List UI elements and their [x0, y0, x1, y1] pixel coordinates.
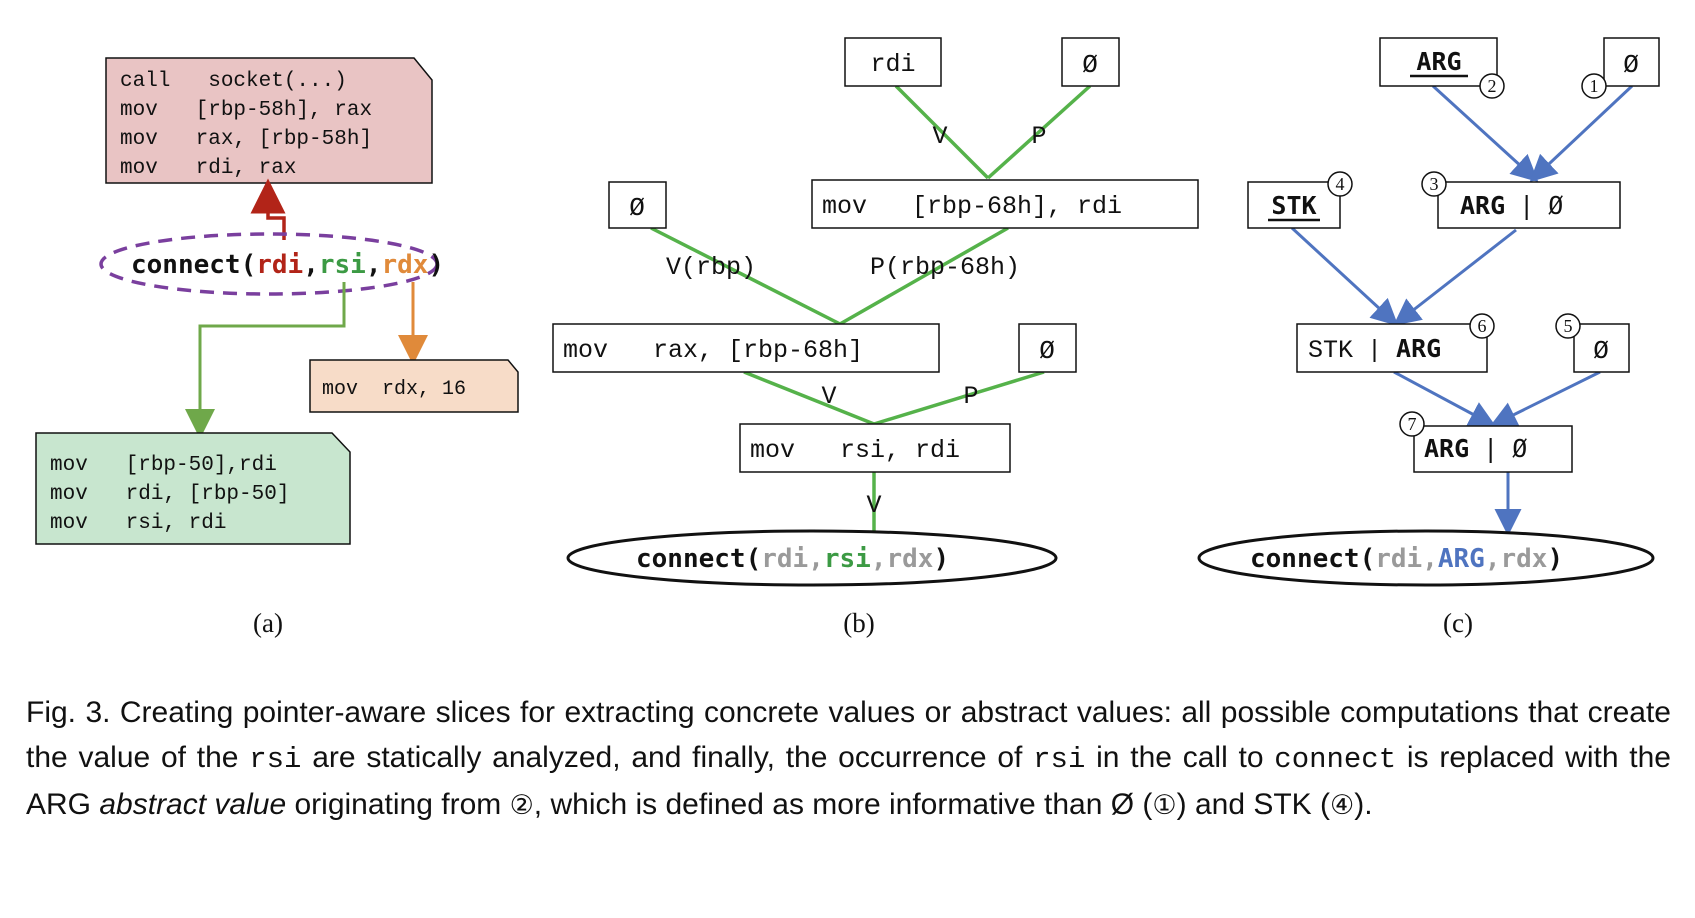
- marker-3-circle: [1421, 171, 1447, 197]
- green-box-line-1: mov [rbp-50],rdi: [50, 454, 277, 477]
- green-box-line-3: mov rsi, rdi: [50, 512, 226, 535]
- connect-call-ellipse-c: [1197, 529, 1655, 587]
- node-mov-rax-rbp68: [552, 323, 940, 373]
- node-empty-2-text: Ø: [629, 193, 645, 223]
- node-stk-or-arg: [1296, 323, 1488, 373]
- edge-movrax-to-movrsi: [743, 370, 875, 426]
- red-box-line-4: mov rdi, rax: [120, 157, 296, 180]
- node-mov-rbp68-rdi: [811, 179, 1199, 229]
- node-arg-text: ARG: [1416, 47, 1461, 76]
- node-empty-c2-text: Ø: [1593, 336, 1609, 366]
- edge-empty-to-movrsi: [873, 370, 1045, 426]
- connect-call-b: connect(rdi,rsi,rdx): [636, 544, 949, 574]
- red-code-box: [105, 57, 433, 184]
- connect-call-ellipse-b: [566, 529, 1058, 587]
- marker-6-circle: [1469, 313, 1495, 339]
- node-empty-3-text: Ø: [1039, 336, 1055, 366]
- node-empty-3: [1018, 323, 1077, 373]
- node-arg-or-empty-2-text: ARG|Ø: [1424, 434, 1527, 463]
- panel-a: call socket(...) mov [rbp-58h], rax mov …: [35, 57, 519, 638]
- orange-box-line: mov rdx, 16: [322, 378, 466, 401]
- marker-1: 1: [1590, 76, 1599, 96]
- node-rdi: [844, 37, 942, 87]
- edge-stkarg-to-argempty2: [1393, 370, 1497, 427]
- green-arrow: [185, 282, 346, 439]
- panel-c-edges: [1290, 84, 1634, 536]
- edge-rdi-to-mov68: [894, 84, 990, 180]
- node-arg-or-empty: [1437, 181, 1621, 229]
- marker-7: 7: [1408, 414, 1417, 434]
- node-stk-text: STK: [1271, 191, 1316, 220]
- node-arg-or-empty-2: [1413, 425, 1573, 473]
- edge-mov68-to-movrax: [839, 226, 1009, 326]
- orange-code-box: [309, 359, 519, 413]
- marker-4: 4: [1336, 174, 1345, 194]
- connect-call-ellipse: [99, 232, 439, 296]
- node-arg: [1379, 37, 1498, 87]
- connect-call-c: connect(rdi,ARG,rdx): [1250, 544, 1563, 574]
- node-empty-1: [1061, 37, 1120, 87]
- edge-label-p-rbp68: P(rbp-68h): [870, 253, 1020, 282]
- panel-c: ARG 2 Ø 1 STK 4 ARG|Ø 3 STK|ARG 6 Ø 5 AR…: [1197, 37, 1660, 638]
- marker-1-circle: [1581, 73, 1607, 99]
- red-box-line-3: mov rax, [rbp-58h]: [120, 128, 372, 151]
- panel-c-label: (c): [1443, 608, 1473, 638]
- marker-2: 2: [1488, 76, 1497, 96]
- red-box-line-2: mov [rbp-58h], rax: [120, 99, 372, 122]
- edge-arg-to-argempty: [1431, 84, 1539, 183]
- panel-b-edges: [650, 84, 1092, 532]
- marker-4-circle: [1327, 171, 1353, 197]
- panel-b-label: (b): [843, 608, 874, 638]
- edge-argempty-to-stkarg: [1393, 228, 1517, 326]
- node-empty-1-text: Ø: [1082, 50, 1098, 80]
- marker-5: 5: [1564, 316, 1573, 336]
- red-arrow: [250, 178, 286, 240]
- edge-label-v-1: V: [932, 122, 947, 151]
- edge-label-p-1: P: [1031, 122, 1046, 151]
- node-mov-rax-rbp68-text: mov rax, [rbp-68h]: [563, 336, 863, 365]
- edge-label-p-2: P: [963, 382, 978, 411]
- node-empty-c1-text: Ø: [1623, 50, 1639, 80]
- green-code-box: [35, 432, 351, 545]
- figure-caption: Fig. 3. Creating pointer-aware slices fo…: [26, 696, 1671, 821]
- node-empty-c2: [1573, 323, 1630, 373]
- figure-canvas: call socket(...) mov [rbp-58h], rax mov …: [35, 37, 1660, 638]
- marker-6: 6: [1478, 316, 1487, 336]
- node-mov-rsi-rdi-text: mov rsi, rdi: [750, 436, 960, 465]
- node-mov-rsi-rdi: [739, 423, 1011, 473]
- node-empty-c1: [1603, 37, 1660, 87]
- node-rdi-text: rdi: [870, 50, 915, 79]
- marker-5-circle: [1555, 313, 1581, 339]
- panel-b: V P V(rbp) P(rbp-68h) V P V rdi Ø mov [r…: [552, 37, 1199, 638]
- node-stk-or-arg-text: STK|ARG: [1308, 334, 1441, 365]
- node-empty-2: [608, 181, 667, 229]
- edge-empty-to-movrax: [650, 226, 841, 326]
- node-mov-rbp68-rdi-text: mov [rbp-68h], rdi: [822, 192, 1122, 221]
- edge-empty-to-mov68: [986, 84, 1092, 180]
- edge-stk-to-stkarg: [1290, 226, 1399, 327]
- green-box-line-2: mov rdi, [rbp-50]: [50, 483, 289, 506]
- edge-empty-to-argempty2: [1489, 370, 1601, 427]
- red-box-line-1: call socket(...): [120, 70, 347, 93]
- marker-2-circle: [1479, 73, 1505, 99]
- marker-7-circle: [1399, 411, 1425, 437]
- edge-label-v-rbp: V(rbp): [666, 253, 756, 282]
- panel-a-label: (a): [253, 608, 283, 638]
- edge-label-v-3: V: [866, 491, 881, 520]
- edge-empty-to-argempty: [1529, 84, 1634, 183]
- edge-label-v-2: V: [821, 382, 836, 411]
- marker-3: 3: [1430, 174, 1439, 194]
- node-arg-or-empty-text: ARG|Ø: [1460, 191, 1563, 220]
- connect-call-a: connect(rdi,rsi,rdx): [131, 250, 444, 280]
